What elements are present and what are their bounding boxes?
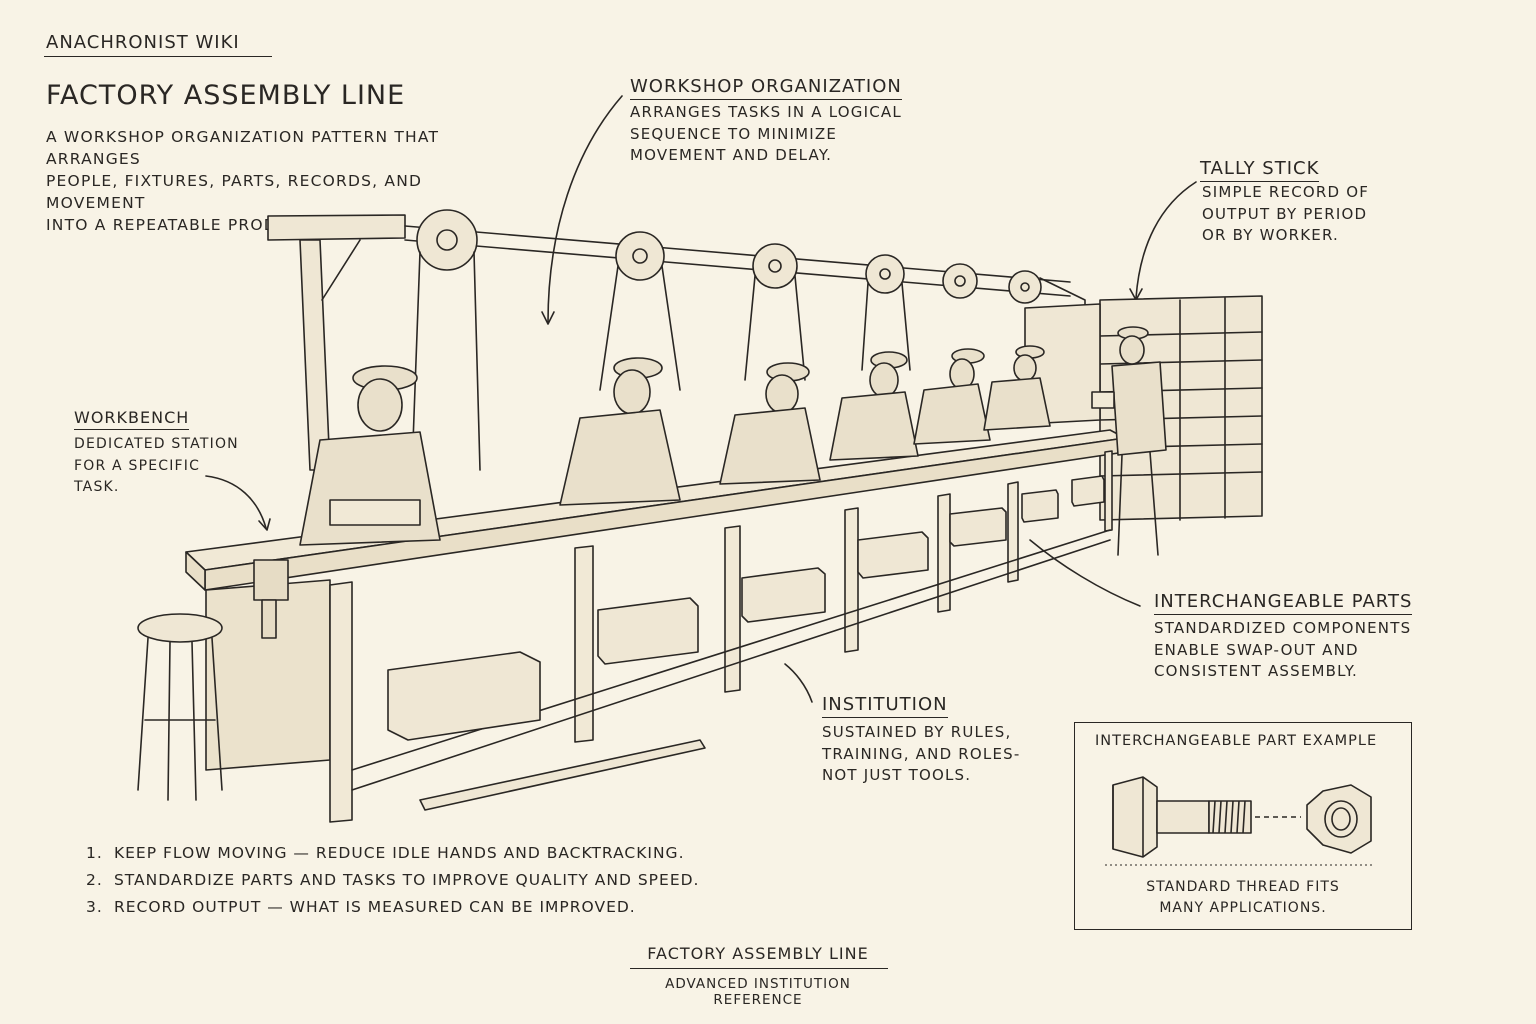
- caption-line: STANDARD THREAD FITS: [1146, 879, 1340, 895]
- interchangeable-part-example: INTERCHANGEABLE PART EXAMPLE STANDARD TH…: [1074, 722, 1412, 930]
- list-item: 1. KEEP FLOW MOVING — REDUCE IDLE HANDS …: [86, 844, 726, 871]
- worker: [829, 351, 919, 461]
- workshop-organization-desc: ARRANGES TASKS IN A LOGICAL SEQUENCE TO …: [630, 102, 902, 167]
- bench-leg: [1104, 450, 1113, 532]
- workbench-arrow: [205, 475, 267, 529]
- example-title: INTERCHANGEABLE PART EXAMPLE: [1095, 733, 1378, 749]
- tally-stick-desc: SIMPLE RECORD OF OUTPUT BY PERIOD OR BY …: [1202, 182, 1369, 247]
- list-text: KEEP FLOW MOVING — REDUCE IDLE HANDS AND…: [113, 844, 685, 862]
- page-title: FACTORY ASSEMBLY LINE: [46, 80, 406, 111]
- parts-arrow: [1029, 539, 1141, 607]
- bolt-shank-icon: [1156, 800, 1210, 834]
- list-number: 1.: [86, 844, 103, 862]
- institution-label: INSTITUTION: [822, 694, 948, 718]
- desc-line: SUSTAINED BY RULES,: [822, 723, 1012, 741]
- worker: [719, 362, 821, 485]
- desc-line: ARRANGES TASKS IN A LOGICAL: [630, 103, 902, 121]
- desc-line: FOR A SPECIFIC: [74, 457, 201, 474]
- desc-line: SIMPLE RECORD OF: [1202, 183, 1370, 201]
- bolt-and-nut-icon: [1105, 776, 1375, 866]
- frame-post: [299, 239, 331, 471]
- floor-plank: [419, 739, 706, 811]
- tally-arrow: [1135, 181, 1197, 299]
- list-text: RECORD OUTPUT — WHAT IS MEASURED CAN BE …: [113, 898, 636, 916]
- workshop-organization-label: WORKSHOP ORGANIZATION: [630, 76, 902, 100]
- workshop-arrow: [547, 95, 623, 323]
- example-caption: STANDARD THREAD FITS MANY APPLICATIONS.: [1075, 877, 1411, 919]
- worker: [299, 365, 441, 546]
- principles-list: 1. KEEP FLOW MOVING — REDUCE IDLE HANDS …: [86, 844, 726, 925]
- line-shaft-frame: [267, 214, 1086, 471]
- bench-leg: [937, 493, 951, 613]
- institution-desc: SUSTAINED BY RULES, TRAINING, AND ROLES-…: [822, 722, 1021, 787]
- bench-leg: [329, 581, 353, 823]
- bench-end: [185, 551, 206, 591]
- desc-line: STANDARDIZED COMPONENTS: [1154, 619, 1412, 637]
- desc-line: SEQUENCE TO MINIMIZE: [630, 124, 838, 143]
- desc-line: DEDICATED STATION: [74, 436, 239, 452]
- desc-line: MOVEMENT AND DELAY.: [630, 146, 833, 164]
- desc-line: OUTPUT BY PERIOD: [1202, 204, 1368, 223]
- frame-brace: [321, 239, 361, 301]
- desc-line: ENABLE SWAP-OUT AND: [1154, 640, 1359, 659]
- caption-line: MANY APPLICATIONS.: [1159, 900, 1327, 916]
- worker: [913, 348, 991, 445]
- desc-line: CONSISTENT ASSEMBLY.: [1154, 662, 1359, 680]
- tally-clerk: [1091, 326, 1167, 556]
- interchangeable-parts-label: INTERCHANGEABLE PARTS: [1154, 591, 1413, 615]
- wiki-name[interactable]: ANACHRONIST WIKI: [46, 32, 240, 53]
- bench-leg: [574, 545, 594, 743]
- desc-line: TASK.: [74, 479, 120, 495]
- intro-line: A WORKSHOP ORGANIZATION PATTERN THAT ARR…: [46, 128, 440, 168]
- list-item: 2. STANDARDIZE PARTS AND TASKS TO IMPROV…: [86, 871, 726, 898]
- bolt-head-icon: [1112, 776, 1158, 858]
- workbench-label: WORKBENCH: [74, 408, 190, 430]
- workbench-arrow-head: [258, 518, 271, 531]
- frame-top-beam: [267, 214, 406, 241]
- desc-line: NOT JUST TOOLS.: [822, 766, 972, 784]
- desc-line: OR BY WORKER.: [1202, 226, 1340, 244]
- footer-subtitle: ADVANCED INSTITUTION REFERENCE: [665, 976, 851, 1008]
- list-number: 3.: [86, 898, 103, 916]
- list-text: STANDARDIZE PARTS AND TASKS TO IMPROVE Q…: [113, 871, 700, 889]
- desc-line: TRAINING, AND ROLES-: [822, 744, 1021, 763]
- bottom-shelf: [351, 539, 1111, 791]
- parts-bins: [387, 475, 1105, 741]
- workbench-desc: DEDICATED STATION FOR A SPECIFIC TASK.: [74, 434, 239, 499]
- wiki-name-underline: [44, 56, 272, 57]
- bench-vise: [253, 559, 289, 639]
- footer-title: FACTORY ASSEMBLY LINE: [647, 944, 869, 963]
- interchangeable-parts-desc: STANDARDIZED COMPONENTS ENABLE SWAP-OUT …: [1154, 618, 1411, 683]
- intro-line: PEOPLE, FIXTURES, PARTS, RECORDS, AND MO…: [46, 172, 423, 212]
- bench-leg: [844, 507, 859, 653]
- bench-leg: [724, 525, 741, 693]
- workshop-arrow-head: [541, 311, 555, 325]
- institution-arrow: [784, 663, 813, 703]
- tally-stick-label: TALLY STICK: [1200, 158, 1320, 182]
- list-item: 3. RECORD OUTPUT — WHAT IS MEASURED CAN …: [86, 898, 726, 925]
- workers: [299, 326, 1167, 556]
- bench-leg: [1007, 481, 1019, 583]
- worker: [559, 357, 681, 506]
- drive-belts: [411, 251, 911, 471]
- list-number: 2.: [86, 871, 103, 889]
- footer-divider: [630, 968, 888, 969]
- callout-arrows: [205, 95, 1197, 703]
- stool: [137, 613, 223, 801]
- pulleys: [416, 209, 1042, 304]
- worker: [983, 345, 1051, 431]
